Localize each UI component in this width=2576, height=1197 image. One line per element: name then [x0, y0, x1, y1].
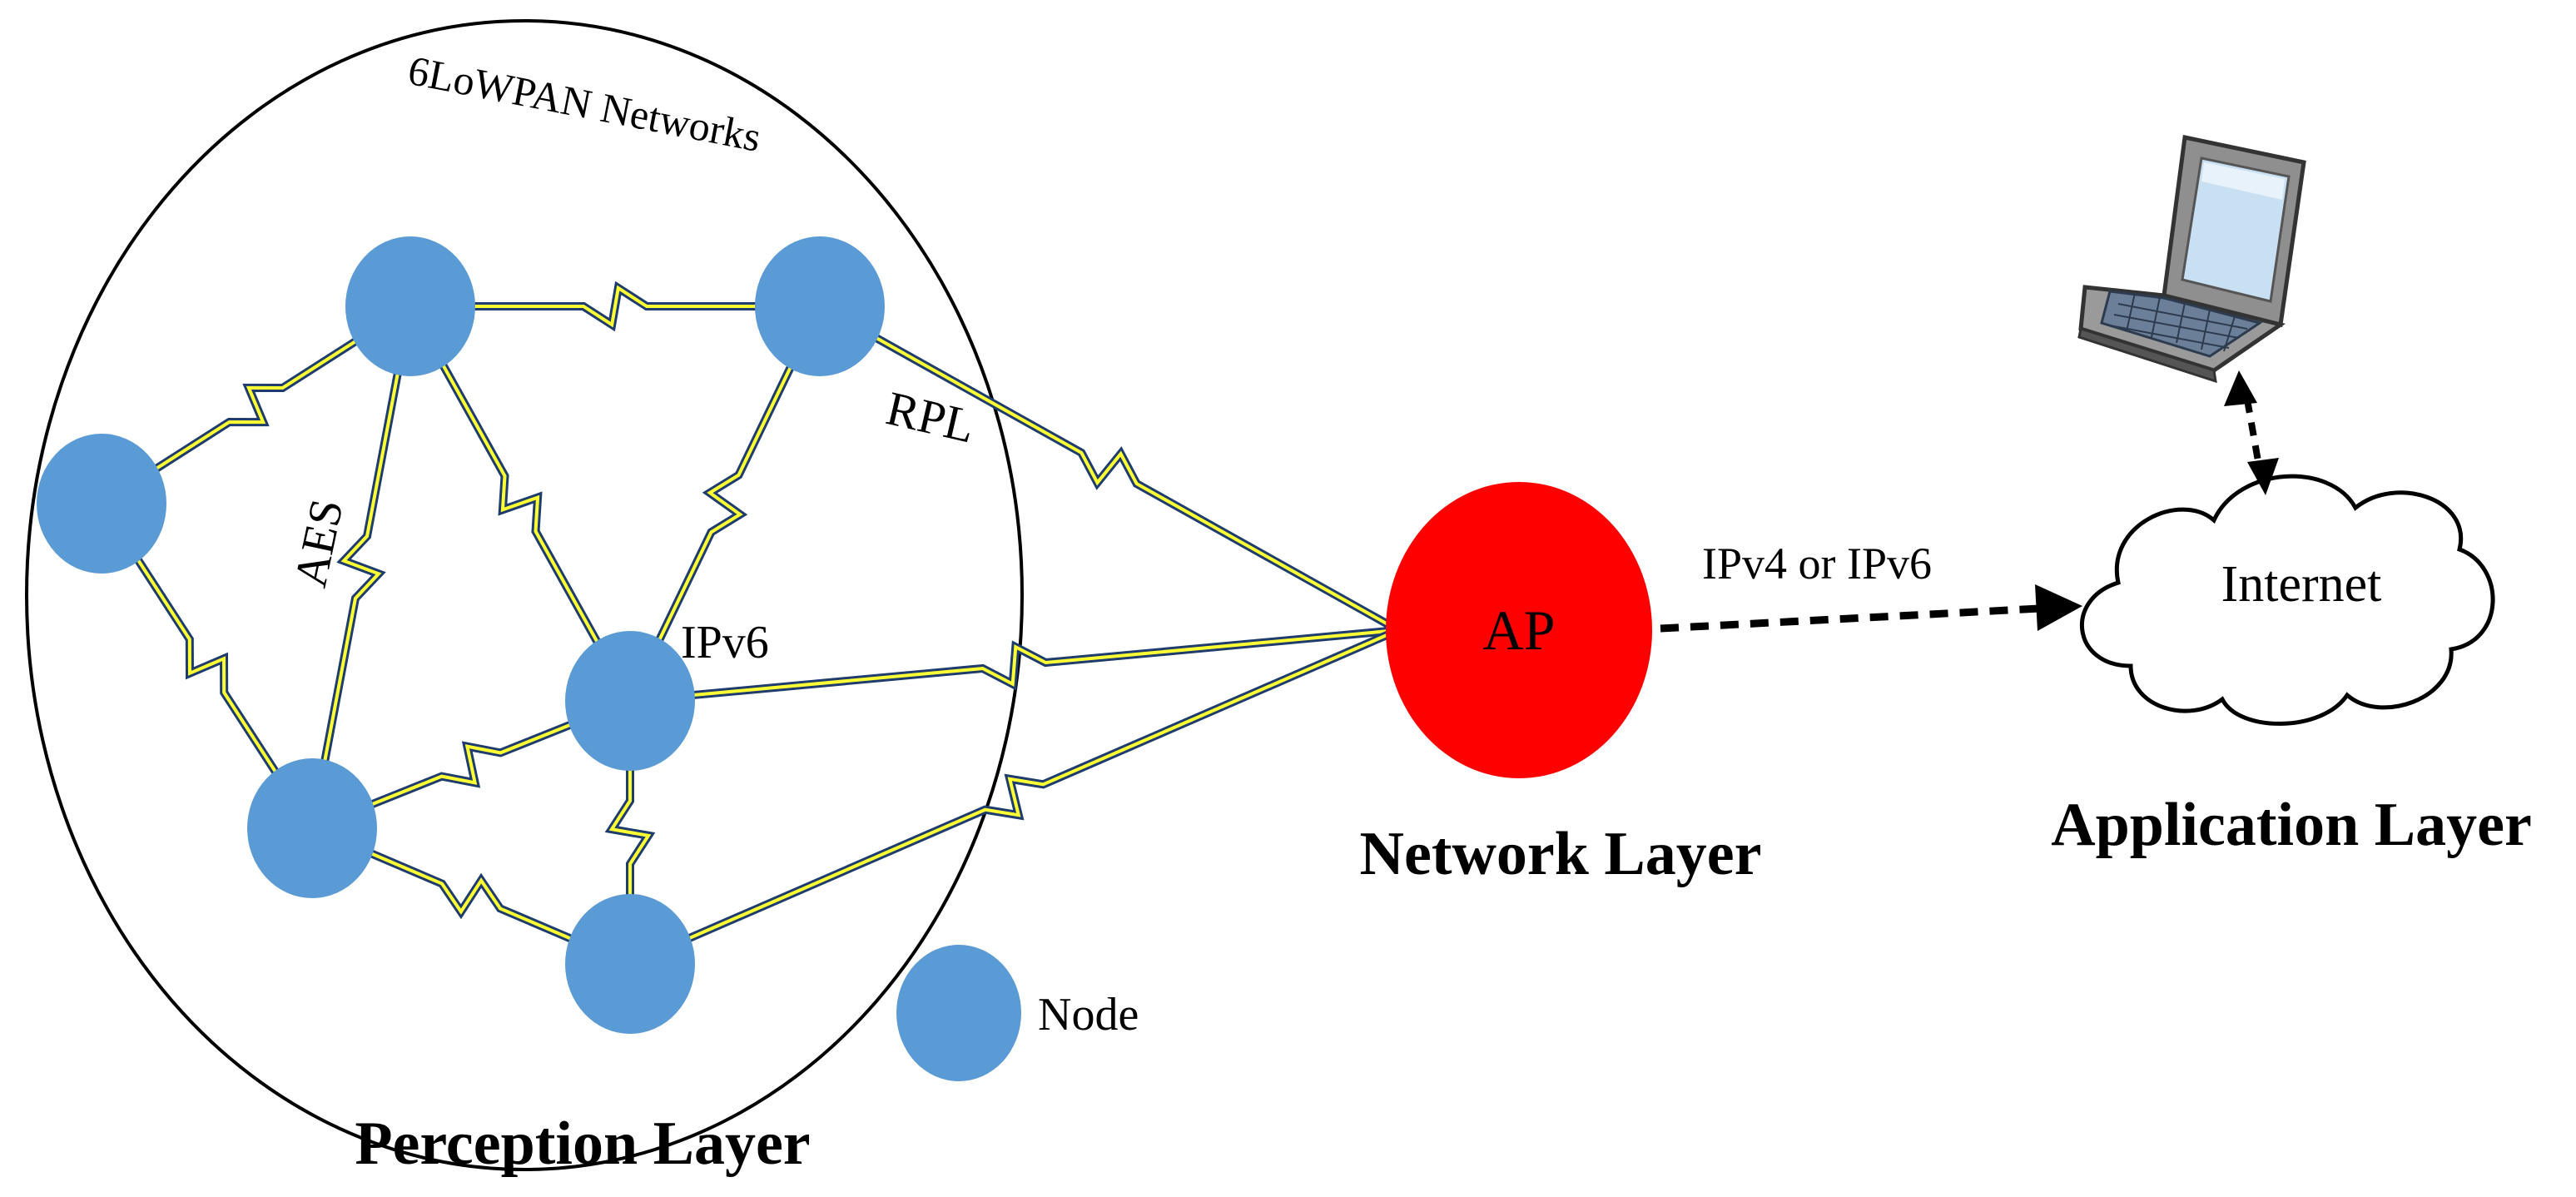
sensor-node-n6 [565, 894, 695, 1034]
wireless-link-core-n5-n4 [311, 699, 631, 830]
arrowhead-icon [2035, 584, 2082, 631]
application-layer-title: Application Layer [2051, 791, 2532, 859]
wireless-link-core-n1-n3 [100, 305, 412, 505]
legend-node-label: Node [1038, 989, 1139, 1041]
wireless-link-core-n4-n6 [608, 701, 652, 964]
6lowpan-boundary [25, 19, 1024, 1171]
sensor-nodes [37, 236, 885, 1034]
perception-layer-title: Perception Layer [355, 1110, 810, 1178]
legend: Node [896, 945, 1139, 1081]
sensor-node-n4 [565, 631, 695, 771]
access-point-label: AP [1483, 598, 1556, 662]
ipv6-label: IPv6 [681, 617, 769, 668]
wireless-link-core-n3-n5 [100, 502, 314, 830]
access-point-circle [1386, 482, 1652, 778]
wireless-link-core-n2-AP [819, 305, 1399, 632]
legend-node-icon [896, 945, 1021, 1081]
network-layer-title: Network Layer [1360, 820, 1762, 888]
arrowhead-up-icon [2224, 370, 2257, 406]
ap-internet-link: IPv4 or IPv6 [1660, 539, 2082, 633]
access-point: AP [1386, 482, 1652, 778]
vertical-dashed-link [2244, 399, 2263, 471]
wireless-link-core-n1-n4 [409, 305, 632, 702]
laptop-icon [2077, 134, 2306, 384]
wireless-link-core-n5-n6 [311, 827, 631, 966]
sensor-node-n2 [755, 236, 885, 376]
wireless-link-core-n1-n5 [310, 305, 412, 829]
link-protocol-label: IPv4 or IPv6 [1702, 539, 1932, 589]
sensor-node-n5 [247, 758, 377, 898]
dashed-arrow [1660, 603, 2057, 633]
wireless-links [97, 281, 1401, 968]
arrowhead-down-icon [2247, 458, 2279, 495]
sensor-node-n1 [345, 236, 475, 376]
laptop-cloud-link [2224, 370, 2279, 495]
aes-label: AES [285, 494, 354, 591]
sensor-node-n3 [37, 434, 166, 574]
wireless-link-core-n4-AP [629, 628, 1399, 703]
wireless-link-core-n2-n4 [628, 305, 821, 702]
wireless-link-core-n6-AP [629, 628, 1399, 966]
internet-cloud: Internet [2079, 474, 2495, 726]
cloud-icon [2079, 474, 2495, 726]
wireless-link-core-n1-n2 [410, 285, 820, 328]
cloud-label: Internet [2221, 556, 2382, 613]
